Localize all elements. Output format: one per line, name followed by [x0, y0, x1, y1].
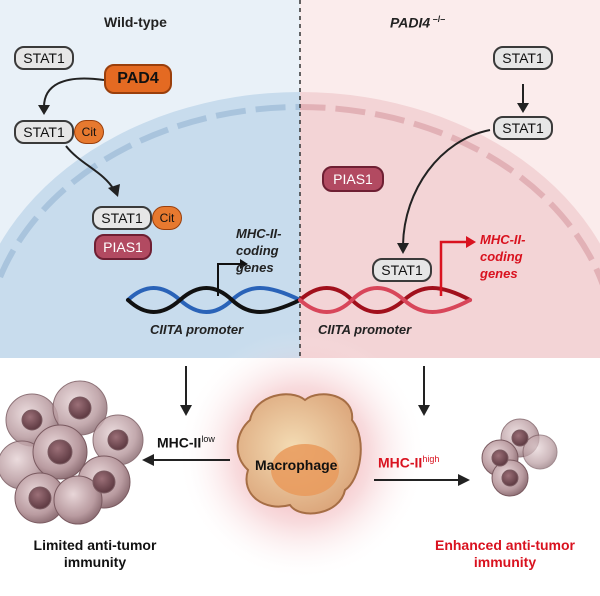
- padi4-ko-nucleus: [300, 92, 600, 358]
- right-promoter-label: CIITA promoter: [318, 322, 412, 337]
- right-stat1-top: STAT1: [493, 46, 553, 70]
- left-promoter-label: CIITA promoter: [150, 322, 244, 337]
- right-transcription-arrow: [439, 240, 466, 296]
- citrulline-mark: Cit: [74, 120, 104, 144]
- stat1-to-promoter-arrow: [402, 129, 491, 246]
- left-transcription-arrow: [217, 263, 240, 296]
- small-tumor-cluster: [481, 418, 558, 497]
- mhc-high-sup: high: [422, 454, 440, 464]
- mhc-high-text: MHC-II: [378, 454, 423, 471]
- knockout-superscript: –/–: [430, 14, 446, 24]
- left-gene-label: MHC-II- coding genes: [236, 226, 282, 275]
- enhanced-immunity-label: Enhanced anti-tumor immunity: [434, 537, 575, 570]
- mhc-low-label: MHC-IIlow: [157, 434, 215, 451]
- stat1-protein: STAT1: [14, 46, 74, 70]
- wild-type-title: Wild-type: [104, 14, 167, 30]
- right-stat1-mid: STAT1: [493, 116, 553, 140]
- padi4-gene-name: PADI4: [390, 14, 431, 31]
- stat1-cit-to-complex-arrow: [65, 145, 115, 191]
- limited-immunity-label: Limited anti-tumor immunity: [33, 537, 157, 570]
- pad4-to-stat1-arrow: [43, 77, 105, 108]
- pias1-free: PIAS1: [322, 166, 384, 192]
- right-stat1-bound: STAT1: [372, 258, 432, 282]
- padi4-ko-title: PADI4 –/–: [390, 14, 445, 31]
- large-tumor-cluster: [0, 380, 144, 525]
- pad4-enzyme: PAD4: [104, 64, 172, 94]
- macrophage-label: Macrophage: [255, 457, 338, 473]
- macrophage-cell: [236, 393, 362, 515]
- stat1-citrullinated: STAT1: [14, 120, 74, 144]
- complex-citrulline: Cit: [152, 206, 182, 230]
- mhc-low-sup: low: [201, 434, 215, 444]
- mhc-low-text: MHC-II: [157, 434, 202, 451]
- pias1-bound: PIAS1: [94, 234, 152, 260]
- mhc-high-label: MHC-IIhigh: [378, 454, 439, 471]
- right-gene-label: MHC-II- coding genes: [480, 232, 526, 281]
- complex-stat1: STAT1: [92, 206, 152, 230]
